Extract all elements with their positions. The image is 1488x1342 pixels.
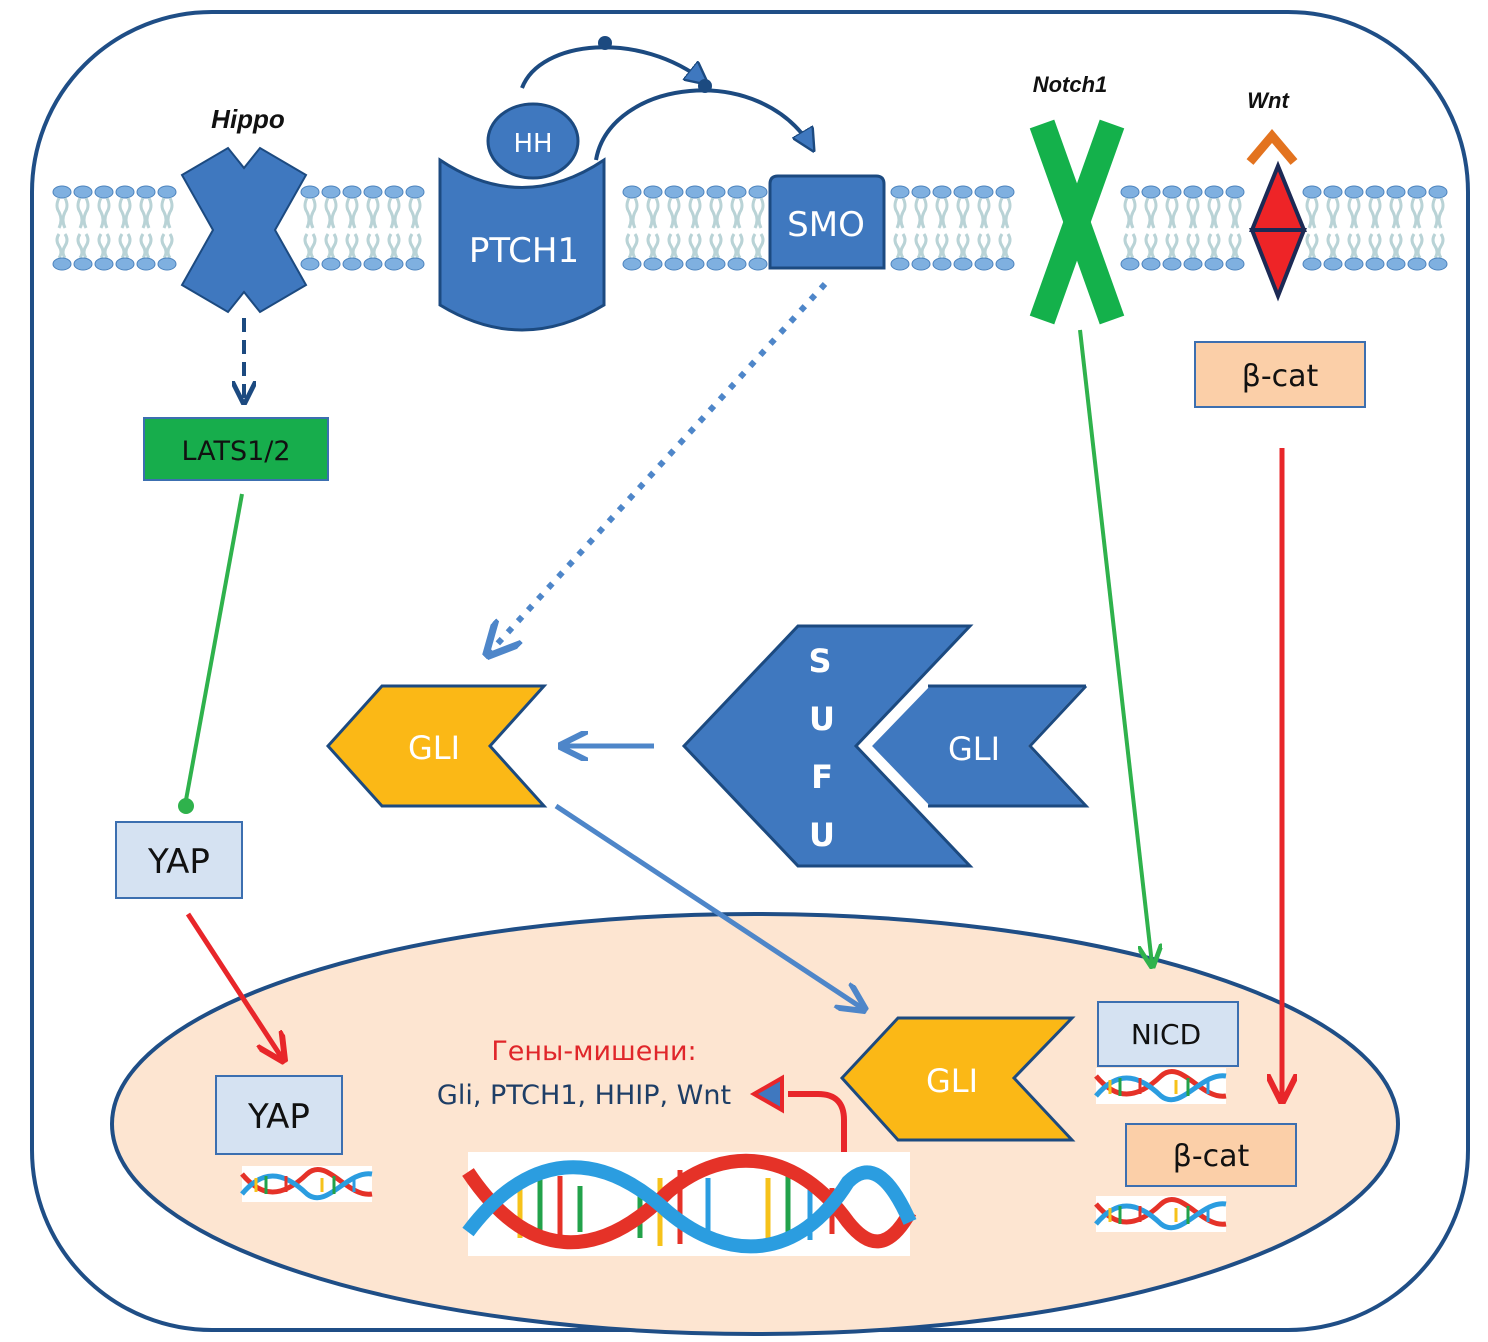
smo-label: SMO [787, 205, 865, 245]
beta-cat-nucleus-box [1125, 1123, 1297, 1187]
transcription-arrowhead-icon [749, 1074, 784, 1114]
notch1-label: Notch1 [1033, 72, 1108, 97]
beta-cat-cytoplasm-box [1194, 341, 1366, 408]
gli-bound-outline [928, 684, 1090, 808]
hh-loop-dot [598, 36, 612, 50]
notch1-receptor-icon [1029, 119, 1125, 325]
smo-receptor-icon [768, 174, 886, 270]
target-genes-title: Гены-мишени: [491, 1036, 696, 1067]
yap-nucleus-box [215, 1075, 343, 1155]
yap-cytoplasm-label: YAP [147, 842, 210, 882]
lats-box [143, 417, 329, 481]
gli-active-chevron [325, 684, 548, 808]
ptch1-to-smo-arrow [594, 88, 812, 161]
notch1-to-nicd-arrow [1078, 329, 1152, 964]
ptch1-label: PTCH1 [469, 231, 579, 271]
dna-helix-icon [462, 1152, 917, 1256]
hh-ligand-icon [486, 102, 580, 180]
hippo-receptor-icon [180, 146, 308, 314]
beta-cat-cytoplasm-label: β-cat [1242, 359, 1319, 394]
gli-bound-label: GLI [948, 730, 1000, 768]
hh-label: HH [513, 129, 552, 159]
nicd-label: NICD [1131, 1018, 1201, 1051]
hh-loop-arrow [520, 45, 705, 89]
sufu-letter-s: S [808, 642, 831, 680]
sufu-chevron [681, 624, 974, 868]
inhibition-dot [178, 798, 194, 814]
wnt-ligand-icon [1246, 129, 1298, 165]
hippo-label: Hippo [211, 104, 285, 134]
sufu-letter-u1: U [809, 700, 835, 738]
yap-cytoplasm-box [115, 821, 243, 899]
beta-cat-nucleus-label: β-cat [1173, 1139, 1250, 1174]
dna-nicd-icon [1096, 1068, 1226, 1104]
ptch1-receptor-icon [438, 157, 606, 332]
gli-active-label: GLI [408, 729, 460, 767]
gli-translocation-arrow [554, 803, 862, 1008]
gli-nucleus-chevron [839, 1016, 1076, 1142]
nicd-box [1097, 1001, 1239, 1067]
smo-loop-dot [698, 79, 712, 93]
sufu-letter-f: F [811, 758, 833, 796]
sufu-letter-u2: U [809, 816, 835, 854]
wnt-receptor-icon [1249, 160, 1307, 302]
transcription-arrow [788, 1091, 847, 1160]
wnt-label: Wnt [1247, 88, 1290, 113]
dna-beta-cat-icon [1096, 1196, 1226, 1232]
dna-yap-icon [242, 1166, 372, 1202]
lats-label: LATS1/2 [181, 436, 290, 467]
yap-translocation-arrow [185, 912, 282, 1058]
yap-nucleus-label: YAP [247, 1097, 310, 1137]
gli-nucleus-label: GLI [926, 1062, 978, 1100]
target-genes-list: Gli, PTCH1, HHIP, Wnt [437, 1080, 731, 1111]
lats-inhibits-yap-line [184, 493, 244, 801]
nucleus [110, 912, 1400, 1336]
